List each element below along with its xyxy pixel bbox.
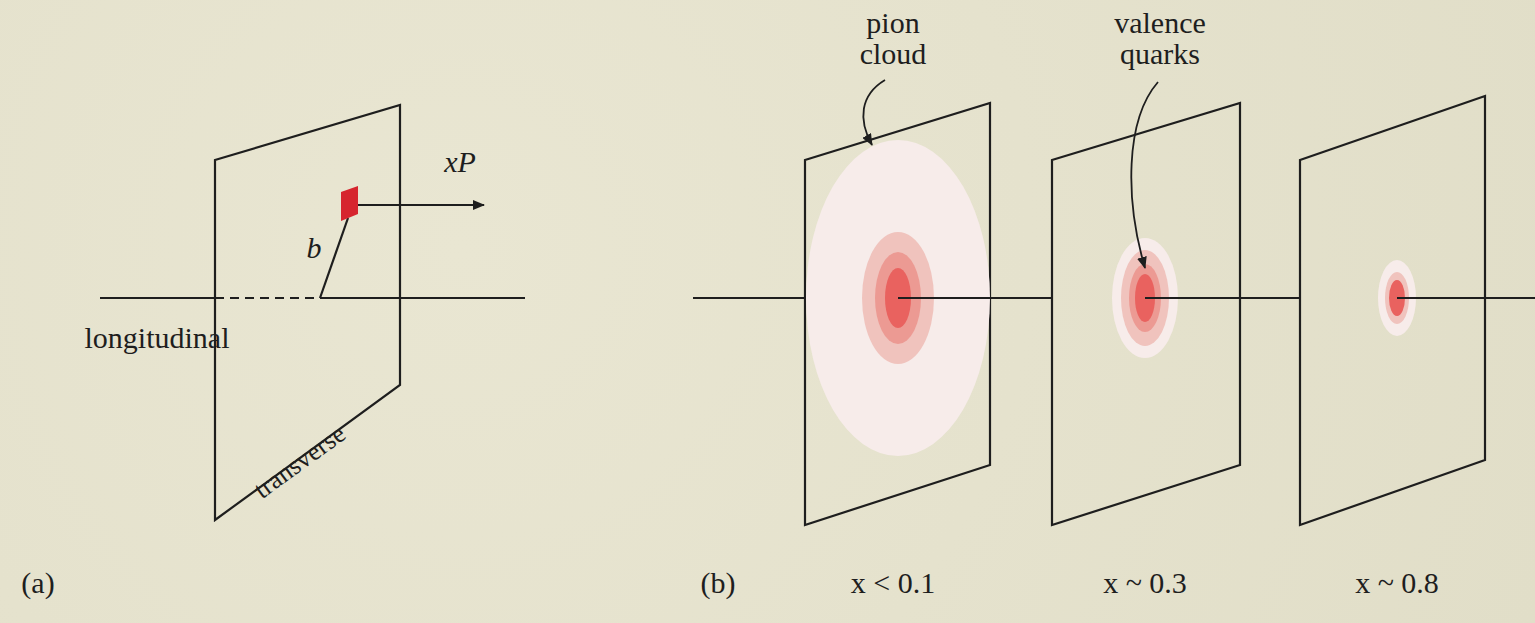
axis-dashed xyxy=(215,297,320,299)
axis-line xyxy=(320,297,525,299)
momentum-arrow xyxy=(358,204,484,206)
callout-label: valence quarks xyxy=(1105,7,1215,70)
callout-label: pion cloud xyxy=(853,7,933,70)
axis-line xyxy=(898,297,1052,299)
axis-line xyxy=(693,297,805,299)
leader-line xyxy=(863,80,885,145)
leader-line xyxy=(1131,82,1158,268)
plane-2 xyxy=(1052,103,1240,525)
plane-1 xyxy=(805,103,990,525)
momentum-label: xP xyxy=(444,146,476,178)
x-range-label: x ~ 0.8 xyxy=(1355,567,1439,599)
impact-label: b xyxy=(307,232,322,264)
x-range-label: x ~ 0.3 xyxy=(1103,567,1187,599)
axis-label: longitudinal xyxy=(85,322,230,354)
panel-label: (b) xyxy=(701,567,736,599)
panel-label: (a) xyxy=(21,567,54,599)
plane-3 xyxy=(1300,96,1485,525)
transverse-plane xyxy=(215,105,400,520)
axis-line xyxy=(1397,297,1535,299)
parton-patch xyxy=(341,186,358,221)
impact-parameter xyxy=(320,218,348,298)
x-range-label: x < 0.1 xyxy=(851,567,935,599)
axis-line xyxy=(1145,297,1300,299)
plane-label: transverse xyxy=(249,420,350,504)
axis-line xyxy=(100,297,215,299)
